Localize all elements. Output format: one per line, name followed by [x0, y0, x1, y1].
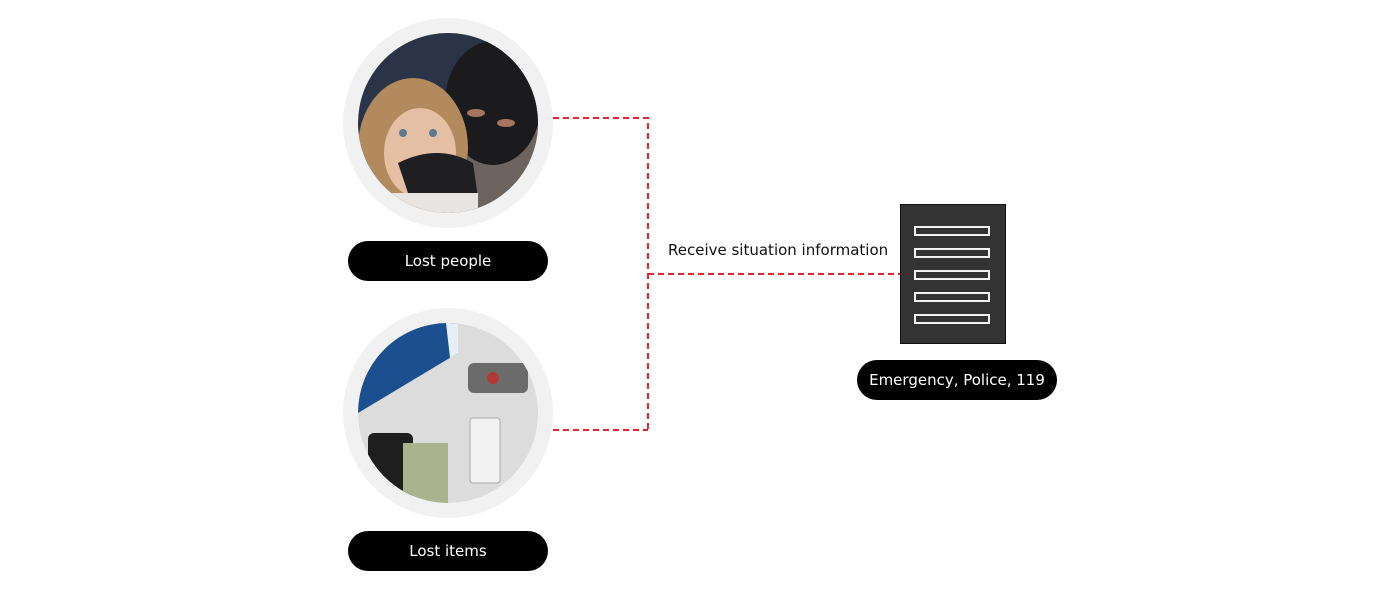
lost-people-label: Lost people: [348, 241, 548, 281]
server-slot: [914, 248, 990, 258]
server-icon: [900, 204, 1006, 344]
destination-label: Emergency, Police, 119: [857, 360, 1057, 400]
lost-people-photo: [358, 33, 538, 213]
connection-label: Receive situation information: [668, 241, 889, 259]
server-slot: [914, 292, 990, 302]
lost-people-photo-frame: [343, 18, 553, 228]
server-slot: [914, 270, 990, 280]
connector-lost-people: [553, 117, 649, 430]
server-slot: [914, 226, 990, 236]
lost-items-photo-frame: [343, 308, 553, 518]
lost-items-label: Lost items: [348, 531, 548, 571]
server-slot: [914, 314, 990, 324]
lost-items-photo: [358, 323, 538, 503]
